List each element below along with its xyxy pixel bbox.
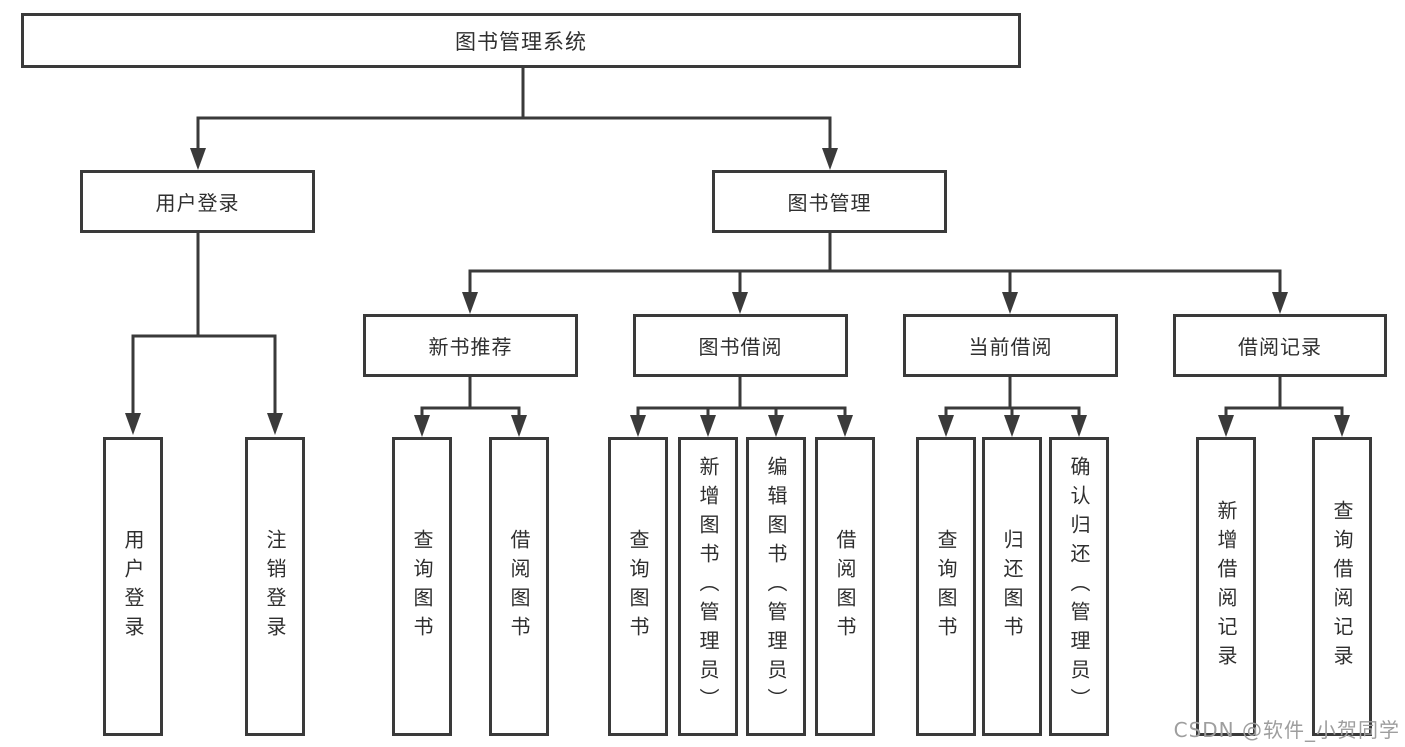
arrowhead-current-leaf-3 <box>1071 415 1087 437</box>
arrowhead-current-leaf-2 <box>1004 415 1020 437</box>
leaf-confirm-return-admin: 确认归还（管理员） <box>1049 437 1109 736</box>
leaf-query-books-newbook: 查询图书 <box>392 437 452 736</box>
connector-login-to-leaves <box>131 233 277 415</box>
connector-borrow-to-leaves <box>636 377 847 417</box>
csdn-watermark: CSDN @软件_小贺同学 <box>1173 718 1400 742</box>
leaf-query-books-current: 查询图书 <box>916 437 976 736</box>
leaf-logout: 注销登录 <box>245 437 305 736</box>
arrowhead-borrow-leaf-2 <box>700 415 716 437</box>
leaf-edit-books-admin: 编辑图书（管理员） <box>746 437 806 736</box>
connector-root-to-level1 <box>196 68 832 150</box>
arrowhead-borrow-leaf-4 <box>837 415 853 437</box>
node-user-login: 用户登录 <box>80 170 315 233</box>
arrowhead-newbook-leaf-2 <box>511 415 527 437</box>
node-borrowing-records: 借阅记录 <box>1173 314 1387 377</box>
arrowhead-login-leaf-2 <box>267 413 283 435</box>
connector-bookmgmt-to-level2 <box>468 233 1282 294</box>
arrowhead-current-leaf-1 <box>938 415 954 437</box>
arrowhead-login-leaf-1 <box>125 413 141 435</box>
arrowhead-borrow <box>732 292 748 314</box>
arrowhead-user-login <box>190 148 206 170</box>
leaf-query-borrow-record: 查询借阅记录 <box>1312 437 1372 736</box>
node-book-borrowing: 图书借阅 <box>633 314 848 377</box>
leaf-add-books-admin: 新增图书（管理员） <box>678 437 738 736</box>
node-new-book-recommend: 新书推荐 <box>363 314 578 377</box>
arrowhead-borrow-leaf-1 <box>630 415 646 437</box>
connector-current-to-leaves <box>944 377 1081 417</box>
arrowhead-current <box>1002 292 1018 314</box>
node-library-management-system: 图书管理系统 <box>21 13 1021 68</box>
leaf-return-books: 归还图书 <box>982 437 1042 736</box>
arrowhead-records-leaf-2 <box>1334 415 1350 437</box>
node-current-borrowing: 当前借阅 <box>903 314 1118 377</box>
leaf-borrow-books-newbook: 借阅图书 <box>489 437 549 736</box>
connector-newbook-to-leaves <box>420 377 521 417</box>
arrowhead-records-leaf-1 <box>1218 415 1234 437</box>
arrowhead-book-management <box>822 148 838 170</box>
arrowhead-borrow-leaf-3 <box>768 415 784 437</box>
arrowhead-newbook <box>462 292 478 314</box>
connector-records-to-leaves <box>1224 377 1344 417</box>
arrowhead-newbook-leaf-1 <box>414 415 430 437</box>
leaf-user-login: 用户登录 <box>103 437 163 736</box>
leaf-add-borrow-record: 新增借阅记录 <box>1196 437 1256 736</box>
leaf-borrow-books: 借阅图书 <box>815 437 875 736</box>
node-book-management: 图书管理 <box>712 170 947 233</box>
arrowhead-records <box>1272 292 1288 314</box>
leaf-query-books-borrow: 查询图书 <box>608 437 668 736</box>
